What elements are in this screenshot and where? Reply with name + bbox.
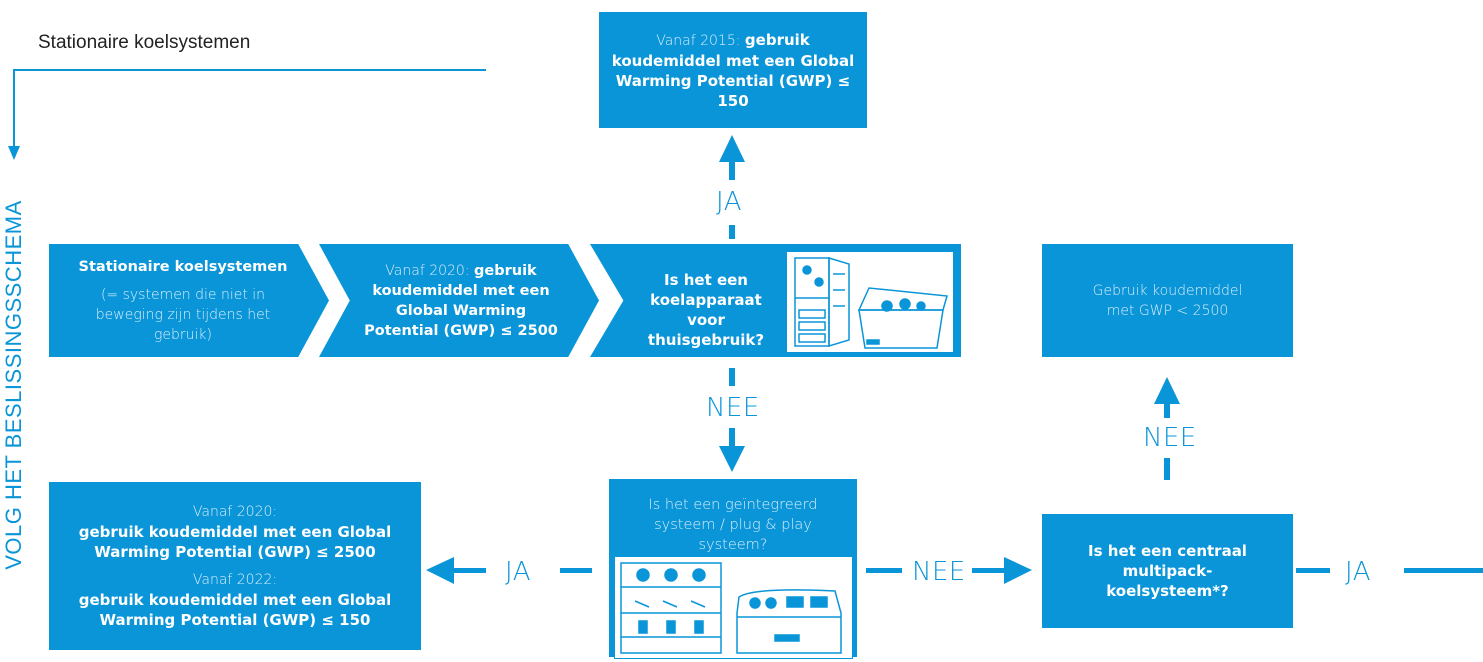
q2-illustration <box>614 556 853 659</box>
step1-title: Stationaire koelsystemen <box>78 258 288 275</box>
label-nee-right: NEE <box>912 557 966 587</box>
left-box-line1-text: gebruik koudemiddel met een Global Warmi… <box>78 523 392 561</box>
page-title: Stationaire koelsystemen <box>38 32 251 53</box>
step2-box: Vanaf 2020: gebruik koudemiddel met een … <box>319 244 599 357</box>
ja-right-dash-2 <box>1404 568 1483 573</box>
ja-right-dash-1 <box>1296 568 1330 573</box>
title-bracket-arrow <box>8 146 20 160</box>
left-box-line2-text: gebruik koudemiddel met een Global Warmi… <box>78 591 392 629</box>
title-bracket-line <box>13 69 486 148</box>
fridge-icon <box>794 256 850 348</box>
nee-up-dash-2 <box>1164 402 1170 418</box>
step1-box: Stationaire koelsystemen (= systemen die… <box>49 244 329 357</box>
nee-up-dash-1 <box>1164 458 1170 480</box>
top-box: Vanaf 2015: gebruik koudemiddel met een … <box>599 12 867 128</box>
label-nee-down: NEE <box>706 393 760 423</box>
nee-down-dash-2 <box>729 428 735 448</box>
nee-right-arrowhead <box>1004 557 1032 584</box>
nee-right-dash-2 <box>972 568 1006 573</box>
ja-up-dash-2 <box>729 160 735 180</box>
right-top-box: Gebruik koudemiddel met GWP < 2500 <box>1042 244 1293 357</box>
top-box-prefix: Vanaf 2015: <box>656 32 745 49</box>
step2-prefix: Vanaf 2020: <box>385 262 474 279</box>
q1-question: Is het een koelapparaat voor thuisgebrui… <box>647 271 765 349</box>
label-ja-left: JA <box>505 557 531 587</box>
q3-question: Is het een centraal multipack-koelsystee… <box>1088 542 1247 600</box>
display-counter-icon <box>736 589 842 654</box>
left-box-line2-prefix: Vanaf 2022: <box>192 572 278 588</box>
ja-left-dash-1 <box>560 568 592 573</box>
left-box: Vanaf 2020: gebruik koudemiddel met een … <box>49 482 421 650</box>
display-shelf-icon <box>620 562 722 654</box>
q3-box: Is het een centraal multipack-koelsystee… <box>1042 514 1293 628</box>
step1-note: (= systemen die niet in beweging zijn ti… <box>95 286 271 343</box>
ja-up-dash-1 <box>729 225 735 239</box>
nee-down-dash-1 <box>729 368 735 386</box>
nee-right-dash-1 <box>866 568 902 573</box>
side-label: VOLG HET BESLISSINGSSCHEMA <box>1 200 26 570</box>
nee-up-arrowhead <box>1154 377 1180 404</box>
nee-down-arrowhead <box>719 446 745 472</box>
q1-illustration <box>786 251 954 353</box>
step2-text: gebruik koudemiddel met een Global Warmi… <box>364 262 558 339</box>
ja-up-arrowhead <box>719 135 745 162</box>
left-box-line1-prefix: Vanaf 2020: <box>192 504 278 520</box>
right-top-box-text: Gebruik koudemiddel met GWP < 2500 <box>1092 282 1243 319</box>
ja-left-dash-2 <box>452 568 486 573</box>
ja-left-arrowhead <box>426 557 454 584</box>
q2-question: Is het een geïntegreerd systeem / plug &… <box>648 497 818 553</box>
chest-freezer-icon <box>857 287 948 349</box>
label-nee-up: NEE <box>1143 423 1197 453</box>
label-ja-right: JA <box>1345 557 1371 587</box>
label-ja-up: JA <box>716 187 742 217</box>
top-box-text: gebruik koudemiddel met een Global Warmi… <box>611 30 855 110</box>
